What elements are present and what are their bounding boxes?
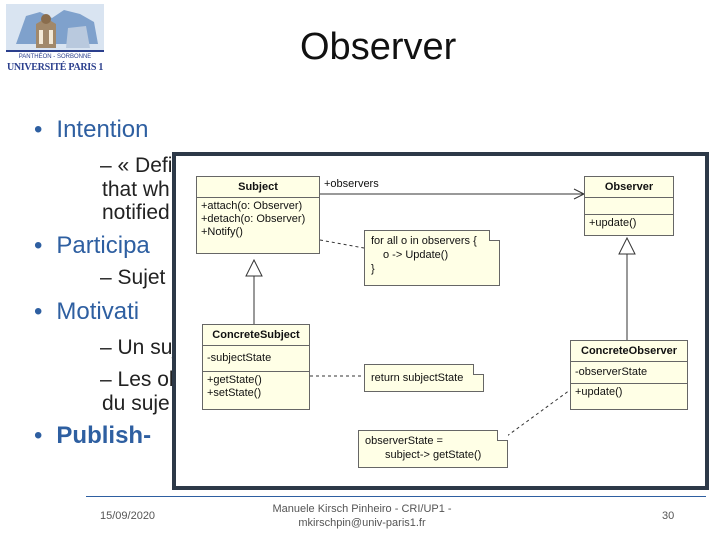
uml-class-observer: Observer +update() — [584, 176, 674, 236]
sub-definition-line2: that wh — [102, 178, 170, 201]
uml-class-concrete-subject: ConcreteSubject -subjectState +getState(… — [202, 324, 310, 410]
uml-connectors — [245, 188, 636, 437]
uml-diagram: Subject +attach(o: Observer) +detach(o: … — [172, 152, 709, 490]
class-name: Observer — [585, 177, 673, 198]
class-operations: +getState() +setState() — [207, 374, 262, 399]
bullet-participants: •Participa — [34, 232, 150, 259]
logo-text-line1: PANTHÉON - SORBONNE — [18, 54, 92, 60]
class-name: Subject — [197, 177, 319, 198]
university-logo: PANTHÉON - SORBONNE UNIVERSITÉ PARIS 1 — [6, 4, 104, 76]
class-name: ConcreteSubject — [203, 325, 309, 346]
sub-definition-line1: – « Defin — [100, 154, 185, 177]
uml-class-concrete-observer: ConcreteObserver -observerState +update(… — [570, 340, 688, 410]
footer-author-line1: Manuele Kirsch Pinheiro - CRI/UP1 - — [272, 503, 452, 515]
association-label: +observers — [324, 178, 379, 190]
uml-note-getstate: return subjectState — [364, 364, 484, 392]
logo-text-line2: UNIVERSITÉ PARIS 1 — [6, 62, 104, 73]
class-attributes: -observerState — [571, 362, 687, 384]
bullet-dot-icon: • — [34, 298, 43, 325]
class-operations: +update() — [589, 217, 637, 229]
sub-les-obs-line2: du suje — [102, 392, 170, 415]
sub-definition-line3: notified — [102, 201, 170, 224]
page-number: 30 — [662, 510, 675, 522]
slide-title: Observer — [300, 26, 457, 68]
bullet-dot-icon: • — [34, 422, 43, 449]
uml-note-notify: for all o in observers { o -> Update() } — [364, 230, 500, 286]
footer-author-line2: mkirschpin@univ-paris1.fr — [298, 517, 426, 529]
footer-divider — [86, 496, 706, 497]
sub-les-obs-line1: – Les obs — [100, 368, 192, 391]
bullet-dot-icon: • — [34, 116, 43, 143]
class-name: ConcreteObserver — [571, 341, 687, 362]
footer-date: 15/09/2020 — [100, 510, 156, 522]
class-attributes: -subjectState — [203, 346, 309, 372]
bullet-motivation: •Motivati — [34, 298, 140, 325]
bullet-dot-icon: • — [34, 232, 43, 259]
class-operations: +update() — [575, 386, 623, 398]
bullet-intention: •Intention — [34, 116, 149, 143]
class-operations: +attach(o: Observer) +detach(o: Observer… — [201, 200, 306, 238]
sub-un-sujet: – Un suje — [100, 336, 189, 359]
bullet-publish: •Publish- — [34, 422, 152, 449]
uml-note-update: observerState = subject-> getState() — [358, 430, 508, 468]
sub-sujet: – Sujet ( — [100, 266, 179, 289]
class-attributes — [585, 198, 673, 215]
uml-class-subject: Subject +attach(o: Observer) +detach(o: … — [196, 176, 320, 254]
